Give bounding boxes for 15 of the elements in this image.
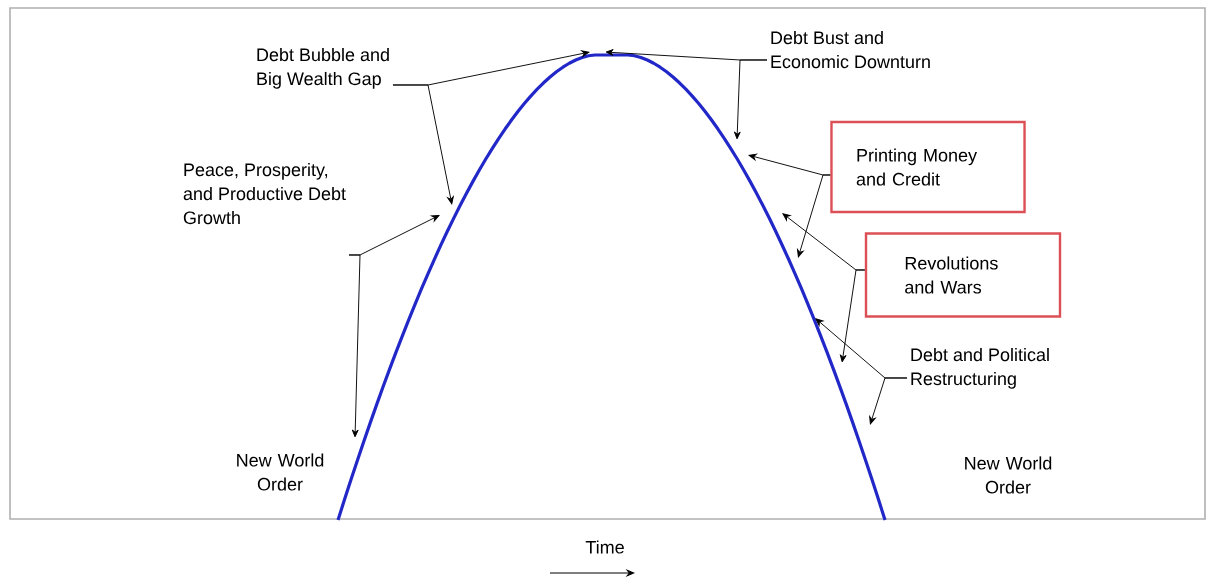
callout-text: Debt Bust and Economic Downturn [771, 30, 930, 69]
text-box: Revolutions and Wars [864, 232, 1062, 318]
leader-line [869, 377, 908, 425]
leader-line [348, 254, 361, 438]
leader-line [797, 174, 831, 258]
leader-line [392, 84, 454, 205]
callout-text: Peace, Prosperity, and Productive Debt Growth [183, 162, 346, 225]
callout-text: Debt Bubble and Big Wealth Gap [257, 47, 389, 89]
leader-line [839, 269, 866, 363]
callout-text: Debt and Political Restructuring [911, 347, 1049, 389]
text-box: Printing Money and Credit [830, 120, 1026, 214]
region-label: New World Order [965, 456, 1052, 494]
leader-line [733, 59, 768, 140]
region-label: New World Order [237, 453, 324, 491]
axis-label: Time [585, 540, 624, 554]
